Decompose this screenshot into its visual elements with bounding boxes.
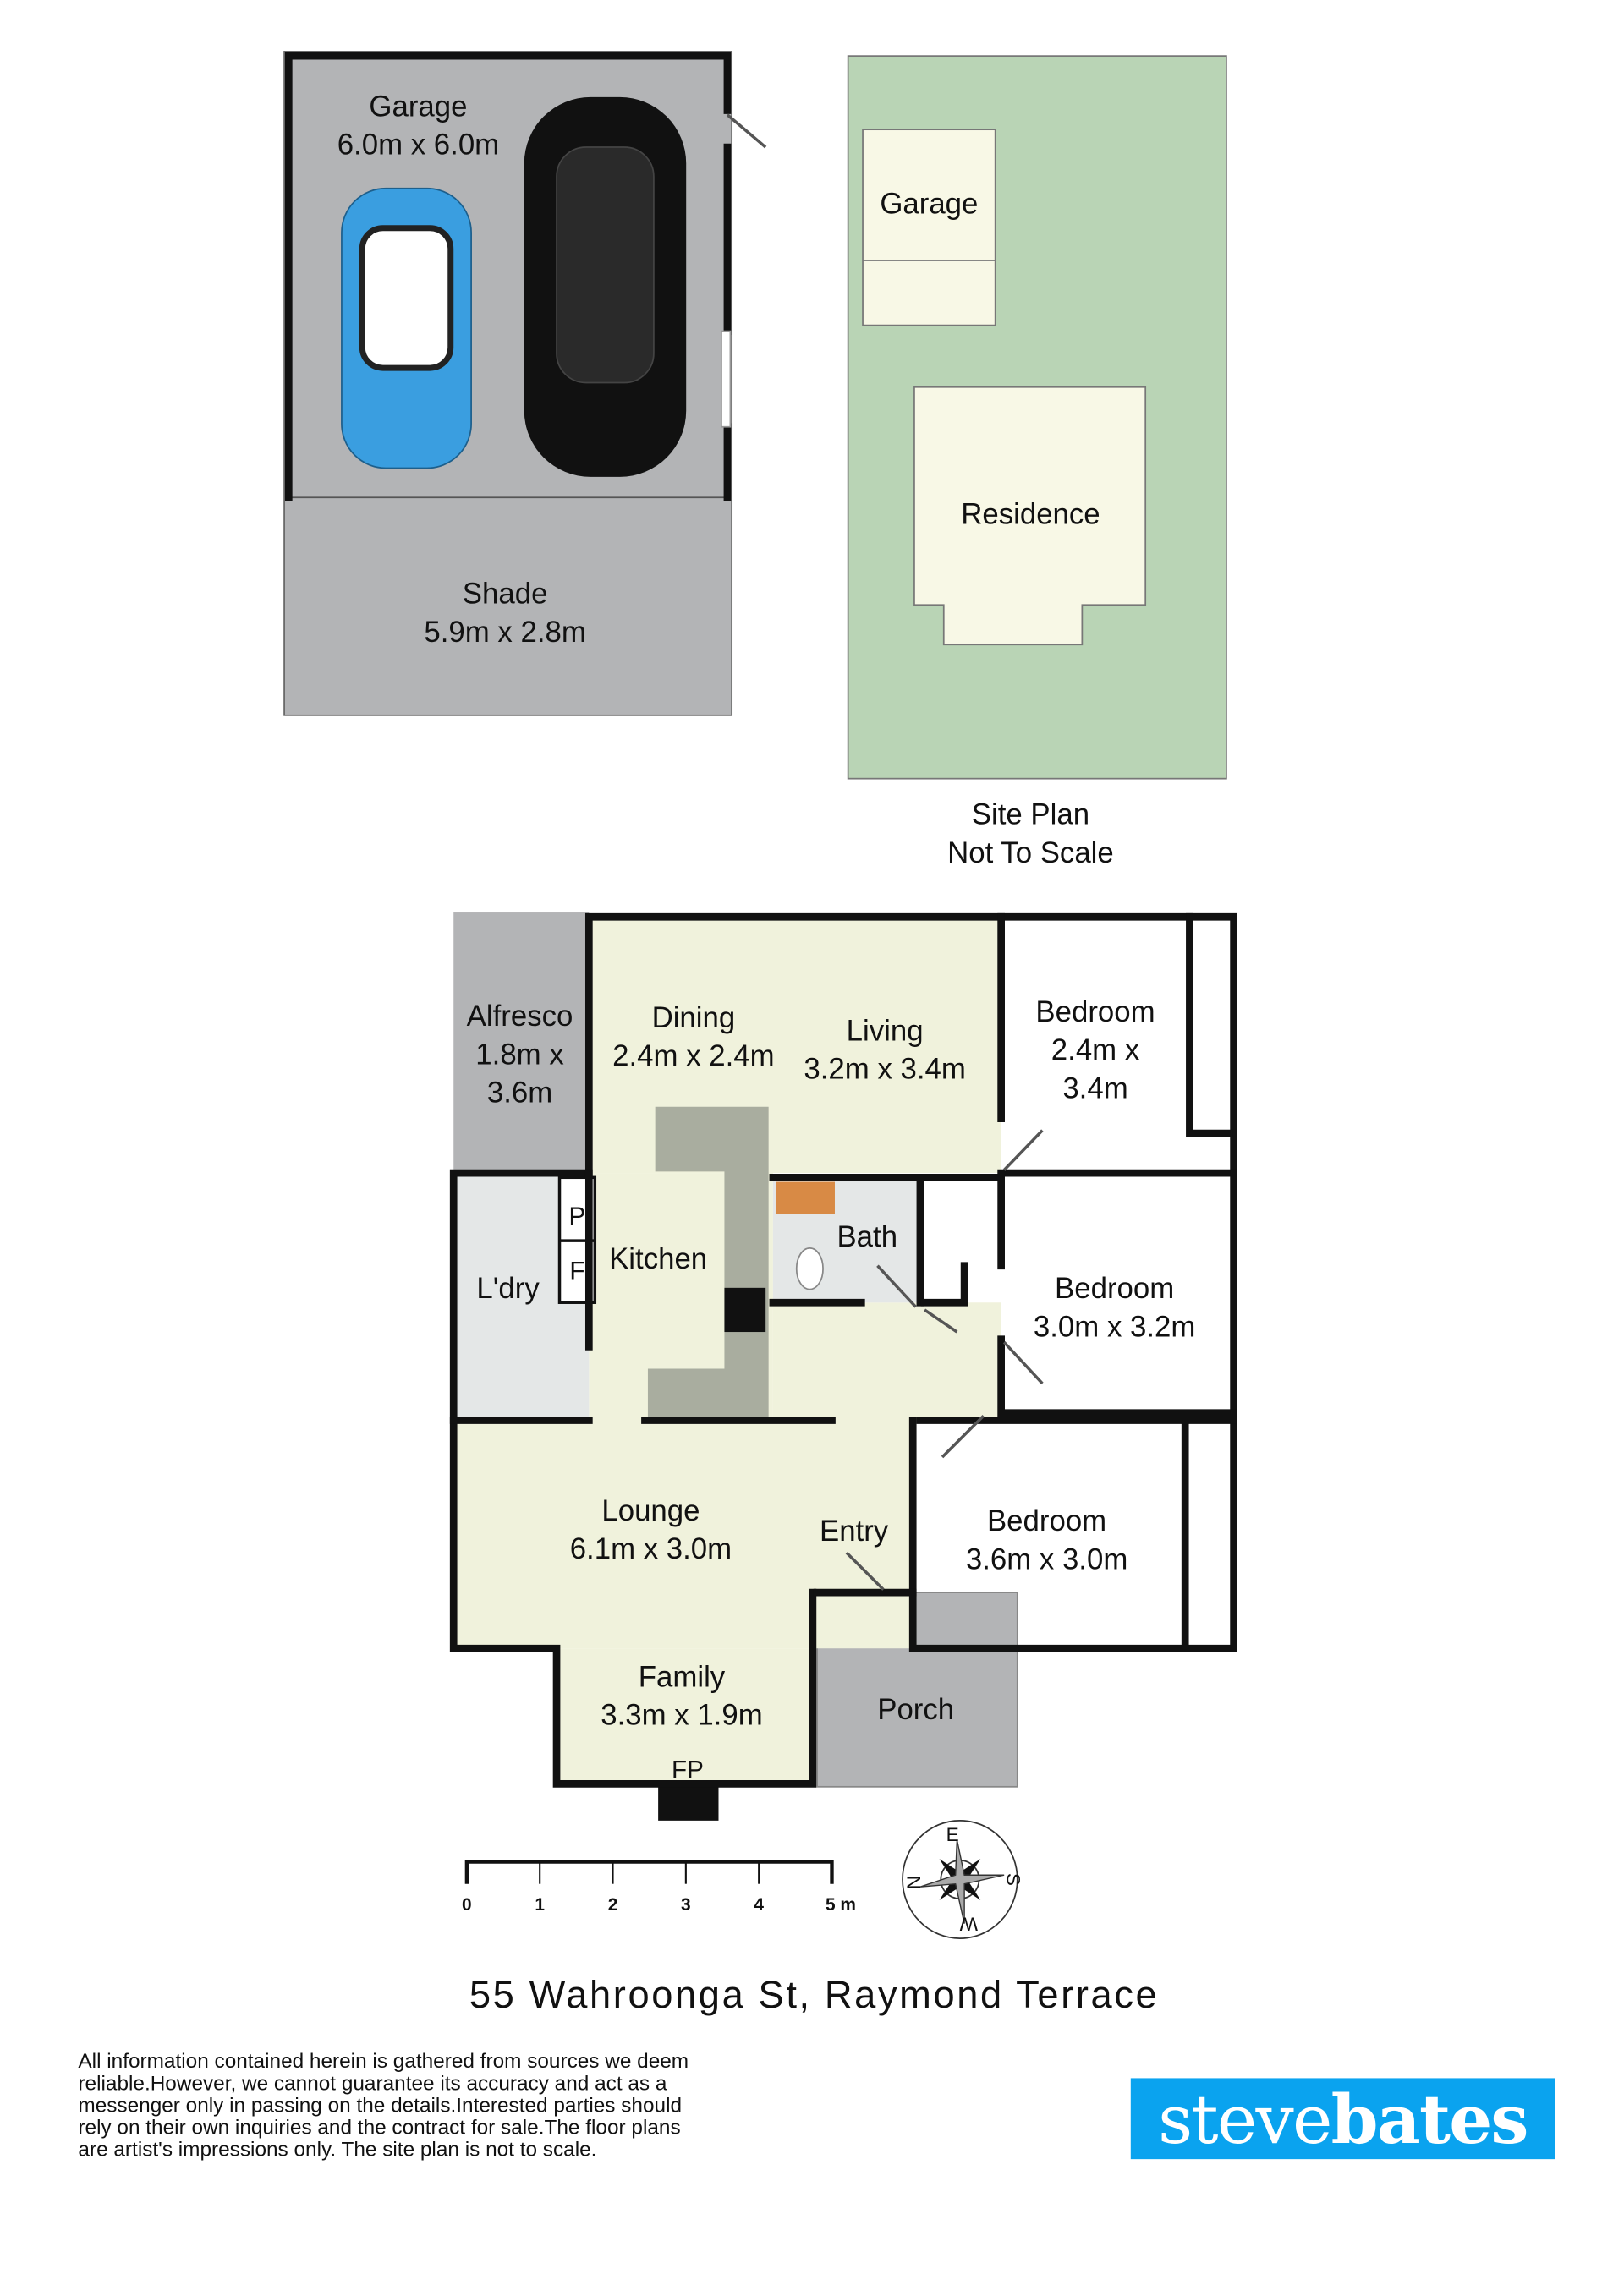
disclaimer-line: are artist's impressions only. The site … [78,2139,596,2162]
logo-part1: steve [1158,2080,1331,2159]
scale-tick-5: 5 m [826,1895,856,1915]
site-plan-title: Site Plan [972,798,1089,831]
bedroom1-size: 2.4m x [1051,1033,1140,1066]
alfresco-size-2: 3.6m [487,1077,552,1110]
scale-bar: 0 1 2 3 4 5 m [462,1860,856,1915]
dining-size: 2.4m x 2.4m [612,1039,774,1072]
site-garage-label: Garage [880,187,978,220]
bedroom3-size: 3.6m x 3.0m [966,1543,1127,1575]
scale-tick-4: 4 [754,1895,764,1915]
property-address: 55 Wahroonga St, Raymond Terrace [469,1973,1159,2016]
scale-tick-3: 3 [681,1895,691,1915]
shade-size: 5.9m x 2.8m [424,616,585,649]
blue-car-icon [341,187,472,469]
porch-label: Porch [877,1693,954,1726]
compass-w: W [959,1914,978,1935]
fridge-label: F [569,1257,584,1285]
stevebates-logo: stevebates [1130,2078,1555,2160]
alfresco-label: Alfresco [467,1000,573,1033]
alfresco-size: 1.8m x [475,1038,564,1071]
floor-plan: Alfresco 1.8m x 3.6m Dining 2.4m x 2.4m … [449,912,1237,1821]
lounge-size: 6.1m x 3.0m [570,1532,732,1565]
disclaimer-line: All information contained herein is gath… [78,2050,689,2073]
family-size: 3.3m x 1.9m [601,1699,762,1732]
disclaimer: All information contained herein is gath… [78,2050,689,2161]
pantry-label: P [569,1203,586,1230]
scale-tick-1: 1 [535,1895,545,1915]
laundry-label: L'dry [476,1272,540,1305]
bedroom1-label: Bedroom [1035,995,1155,1028]
living-size: 3.2m x 3.4m [804,1053,965,1086]
bedroom3-label: Bedroom [987,1504,1106,1537]
kitchen-label: Kitchen [609,1242,707,1275]
black-car-icon [524,96,687,477]
fireplace [658,1784,719,1821]
compass-icon: E S W N [902,1819,1024,1939]
scale-tick-2: 2 [608,1895,618,1915]
disclaimer-line: messenger only in passing on the details… [78,2094,682,2117]
bedroom1-size-2: 3.4m [1062,1071,1127,1104]
site-plan: Garage Residence Site Plan Not To Scale [847,55,1227,869]
fireplace-label: FP [672,1756,704,1784]
bedroom2-label: Bedroom [1055,1272,1174,1305]
garage-plan: Garage 6.0m x 6.0m Shade 5.9m x 2.8m [283,51,767,716]
compass-e: E [946,1824,959,1845]
site-residence-label: Residence [961,498,1100,531]
svg-text:stevebates: stevebates [1158,2080,1528,2159]
compass-s: S [1003,1873,1024,1886]
entry-label: Entry [820,1515,889,1548]
living-label: Living [847,1014,924,1047]
disclaimer-line: rely on their own inquiries and the cont… [78,2117,680,2140]
family-label: Family [639,1660,726,1693]
disclaimer-line: reliable.However, we cannot guarantee it… [78,2072,667,2095]
dining-label: Dining [652,1001,736,1034]
compass-n: N [903,1876,924,1889]
site-plan-note: Not To Scale [947,836,1114,869]
door-swings [845,1129,1044,1591]
garage-label: Garage [369,90,467,123]
bedroom2-size: 3.0m x 3.2m [1034,1310,1195,1343]
bath-label: Bath [837,1220,897,1253]
logo-part2: bates [1331,2080,1528,2159]
shade-label: Shade [463,578,548,611]
garage-size: 6.0m x 6.0m [337,129,499,162]
lounge-label: Lounge [601,1494,700,1527]
scale-tick-0: 0 [462,1895,472,1915]
door-icon [726,113,767,149]
